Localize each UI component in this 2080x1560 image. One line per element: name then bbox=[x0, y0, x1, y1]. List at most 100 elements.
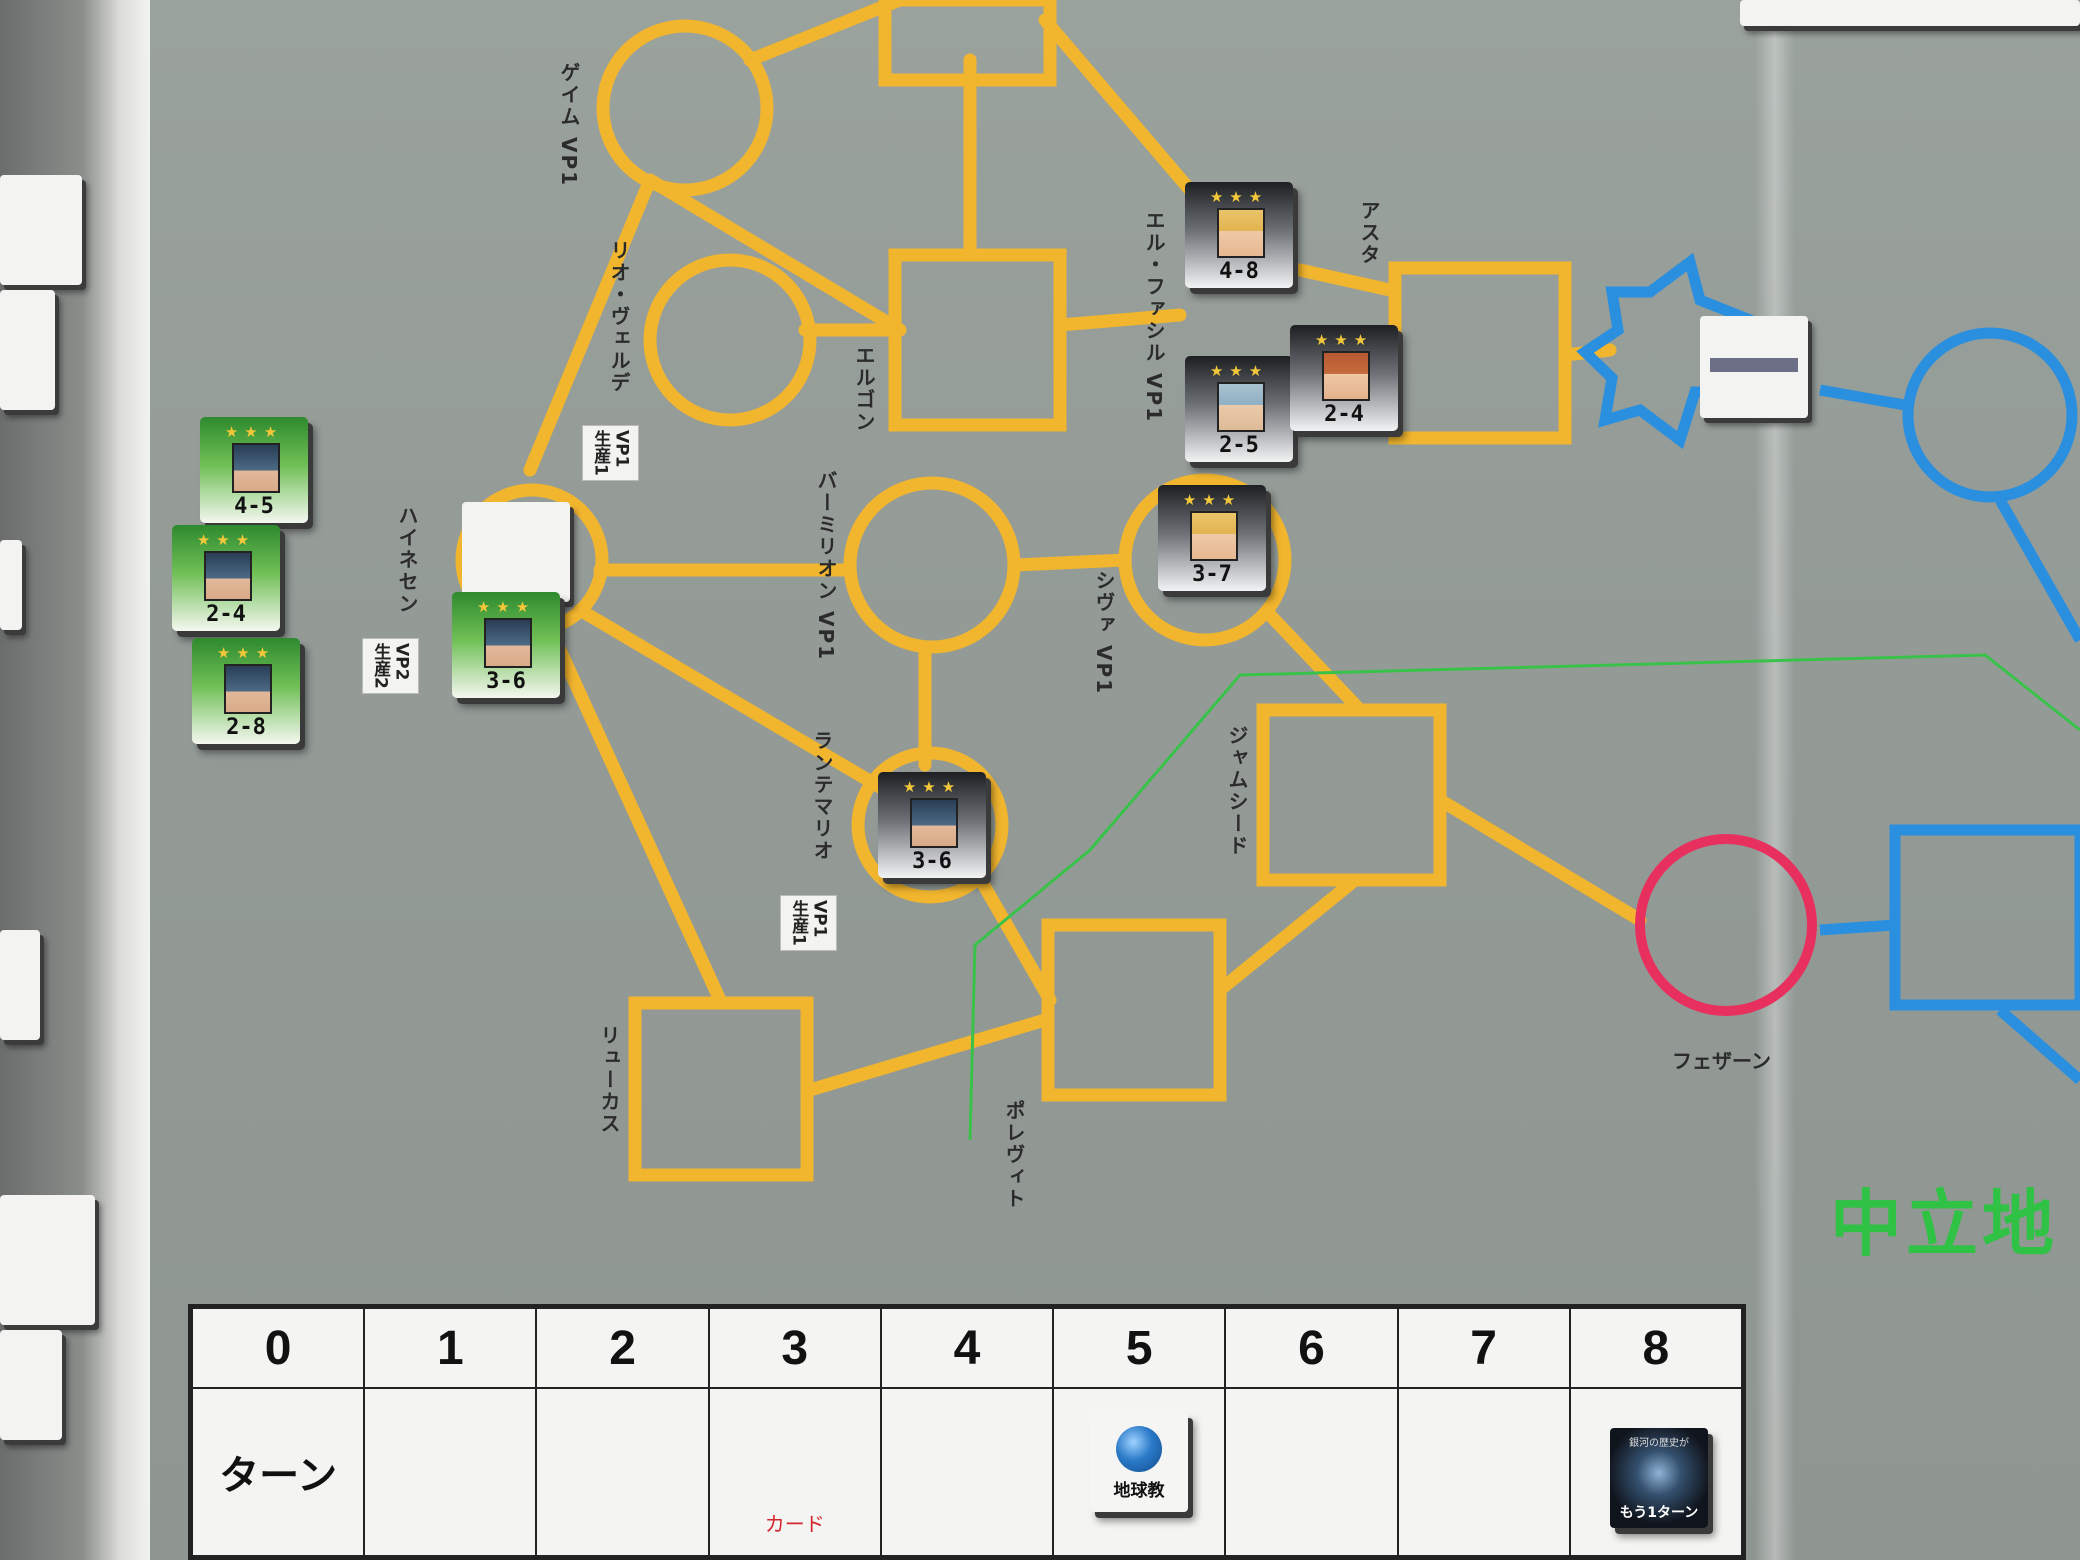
offboard-counter[interactable] bbox=[0, 1330, 62, 1440]
rank-stars: ★★★ bbox=[1209, 188, 1269, 206]
fleet-counter[interactable]: ★★★ 2-4 bbox=[1290, 325, 1398, 431]
system-top[interactable] bbox=[878, 0, 1057, 87]
label-fezzan: フェザーン bbox=[1672, 1049, 1771, 1073]
fleet-counter[interactable]: ★★★ 2-4 bbox=[172, 525, 280, 631]
turn-number-6: 6 bbox=[1224, 1307, 1399, 1389]
vp-box-lantemario: VP1 生産1 bbox=[780, 895, 837, 951]
route-line bbox=[968, 863, 1057, 1007]
fleet-strength: 3-6 bbox=[912, 849, 952, 874]
extra-turn-marker[interactable]: 銀河の歴史が もう1ターン bbox=[1610, 1428, 1708, 1528]
rank-stars: ★★★ bbox=[476, 598, 536, 616]
system-el-gon[interactable] bbox=[888, 248, 1067, 432]
ship-icon bbox=[1710, 358, 1798, 372]
empire-fortress[interactable] bbox=[1576, 252, 1754, 450]
turn-cell[interactable] bbox=[1396, 1387, 1571, 1557]
admiral-portrait bbox=[1322, 351, 1370, 401]
empire-system-square[interactable] bbox=[1889, 824, 2080, 1011]
route-line bbox=[1263, 608, 1367, 717]
system-geiersburg[interactable] bbox=[596, 19, 774, 197]
fleet-strength: 4-5 bbox=[234, 494, 274, 519]
system-rio-verde[interactable] bbox=[643, 253, 817, 427]
empire-system-circle[interactable] bbox=[1902, 327, 2078, 503]
fleet-strength: 2-4 bbox=[1324, 402, 1364, 427]
label-heinessen: ハイネセン bbox=[395, 505, 419, 615]
map-fold bbox=[1755, 0, 1795, 1560]
route-line bbox=[553, 643, 727, 1007]
empire-route bbox=[1996, 1005, 2080, 1085]
turn-row-label: ターン bbox=[190, 1387, 366, 1557]
turn-cell[interactable] bbox=[363, 1387, 538, 1557]
label-el-facil: エル・ファシル VP1 bbox=[1142, 210, 1166, 424]
turn-number-1: 1 bbox=[363, 1307, 538, 1389]
card-label: カード bbox=[764, 1512, 825, 1536]
fortress-marker-counter[interactable] bbox=[1700, 316, 1808, 418]
system-vermilion[interactable] bbox=[843, 476, 1021, 654]
turn-number-3: 3 bbox=[707, 1307, 882, 1389]
offboard-counter[interactable] bbox=[0, 1195, 95, 1325]
admiral-portrait bbox=[484, 618, 532, 668]
route-line bbox=[1053, 308, 1187, 332]
fleet-strength: 3-6 bbox=[486, 669, 526, 694]
fleet-counter[interactable]: ★★★ 3-6 bbox=[878, 772, 986, 878]
offboard-counter[interactable] bbox=[0, 290, 55, 410]
fleet-strength: 3-7 bbox=[1192, 562, 1232, 587]
label-lucas: リューカス bbox=[597, 1025, 621, 1135]
offboard-counter[interactable] bbox=[1740, 0, 2080, 26]
turn-cell[interactable] bbox=[1224, 1387, 1399, 1557]
rank-stars: ★★★ bbox=[1182, 491, 1242, 509]
fleet-counter[interactable]: ★★★ 3-6 bbox=[452, 592, 560, 698]
rank-stars: ★★★ bbox=[216, 644, 276, 662]
system-astarte[interactable] bbox=[1388, 261, 1572, 445]
turn-number-7: 7 bbox=[1396, 1307, 1571, 1389]
rank-stars: ★★★ bbox=[1314, 331, 1374, 349]
earth-cult-label: 地球教 bbox=[1113, 1481, 1165, 1501]
system-jamshid[interactable] bbox=[1256, 703, 1447, 887]
label-lantemario: ランテマリオ bbox=[810, 730, 834, 862]
neutral-zone-label: 中立地 bbox=[1830, 1182, 2059, 1266]
system-lucas[interactable] bbox=[628, 996, 814, 1182]
route-line bbox=[1433, 793, 1647, 927]
fleet-counter[interactable]: ★★★ 2-5 bbox=[1185, 356, 1293, 462]
route-line bbox=[743, 0, 907, 67]
fleet-counter[interactable]: ★★★ 2-8 bbox=[192, 638, 300, 744]
label-el-gon: エルゴン bbox=[852, 345, 876, 433]
admiral-portrait bbox=[232, 443, 280, 493]
extra-turn-header: 銀河の歴史が bbox=[1629, 1438, 1689, 1449]
turn-number-8: 8 bbox=[1568, 1307, 1744, 1389]
rank-stars: ★★★ bbox=[196, 531, 256, 549]
system-polisit[interactable] bbox=[1041, 918, 1227, 1102]
earth-cult-marker[interactable]: 地球教 bbox=[1090, 1412, 1188, 1512]
turn-number-2: 2 bbox=[535, 1307, 710, 1389]
label-shiva: シヴァ VP1 bbox=[1092, 570, 1116, 696]
fleet-counter[interactable]: ★★★ 4-8 bbox=[1185, 182, 1293, 288]
fleet-counter[interactable]: ★★★ 3-7 bbox=[1158, 485, 1266, 591]
globe-icon bbox=[1116, 1426, 1162, 1472]
blank-counter[interactable] bbox=[462, 502, 570, 602]
turn-cell[interactable] bbox=[879, 1387, 1055, 1557]
admiral-portrait bbox=[910, 798, 958, 848]
offboard-counter[interactable] bbox=[0, 540, 22, 630]
production-value: 生産2 bbox=[370, 643, 391, 689]
route-line bbox=[523, 173, 657, 477]
offboard-counter[interactable] bbox=[0, 930, 40, 1040]
vp-value: VP2 bbox=[391, 643, 412, 681]
offboard-counter[interactable] bbox=[0, 175, 82, 285]
route-line bbox=[1293, 263, 1397, 297]
fleet-strength: 4-8 bbox=[1219, 259, 1259, 284]
turn-number-5: 5 bbox=[1052, 1307, 1227, 1389]
system-fezzan[interactable] bbox=[1635, 834, 1817, 1016]
label-rio-verde: リオ・ヴェルデ bbox=[607, 240, 631, 394]
system-shiva[interactable] bbox=[1118, 473, 1292, 647]
fleet-counter[interactable]: ★★★ 4-5 bbox=[200, 417, 308, 523]
turn-number-0: 0 bbox=[190, 1307, 366, 1389]
fleet-strength: 2-8 bbox=[226, 715, 266, 740]
rank-stars: ★★★ bbox=[902, 778, 962, 796]
route-line bbox=[1213, 873, 1362, 997]
system-lantemario[interactable] bbox=[851, 746, 1009, 904]
empire-route bbox=[1819, 919, 1896, 936]
turn-cell[interactable] bbox=[535, 1387, 710, 1557]
turn-cell[interactable]: カード bbox=[707, 1387, 882, 1557]
route-line bbox=[1038, 13, 1197, 197]
production-value: 生産1 bbox=[788, 900, 809, 946]
